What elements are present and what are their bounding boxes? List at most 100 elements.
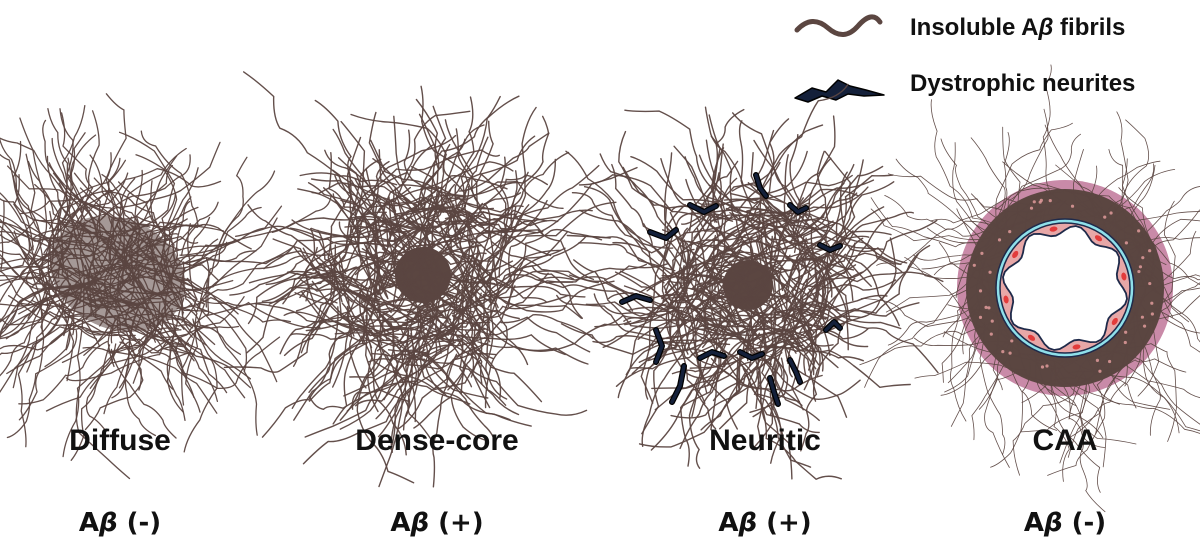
fibril (458, 334, 566, 356)
fibril (629, 275, 701, 325)
fibril (385, 353, 489, 442)
fibril (117, 241, 228, 286)
plaque-type-caa: CAA (1032, 424, 1098, 457)
fibril (79, 187, 181, 251)
fibril (704, 251, 762, 311)
neuritic-plaque (537, 83, 944, 481)
fibril (0, 153, 34, 251)
fibril (1106, 350, 1200, 425)
fibril (261, 218, 365, 302)
fibril (254, 299, 369, 323)
fibril (243, 71, 361, 209)
fibril (887, 299, 979, 346)
fibril (332, 285, 371, 388)
fibril (940, 138, 997, 243)
fibril (85, 343, 117, 432)
fibril (58, 218, 188, 293)
fibril (479, 174, 548, 206)
dystrophic-neurite (698, 350, 726, 360)
fibril (723, 332, 804, 368)
dystrophic-neurite (754, 173, 768, 198)
fibril (1110, 295, 1200, 364)
fibril (1161, 287, 1200, 304)
fibril (300, 275, 353, 354)
fibril (755, 213, 902, 266)
fibril (711, 260, 757, 335)
fibril (685, 234, 717, 315)
fibril (382, 320, 483, 385)
dystrophic-neurite (670, 364, 686, 404)
fibril (796, 212, 840, 311)
fibril (921, 208, 1070, 270)
fibril (372, 158, 467, 197)
fibril (482, 263, 647, 299)
fibril (592, 328, 710, 345)
fibril (389, 206, 485, 235)
fibril (688, 357, 728, 469)
fibril (1120, 361, 1200, 399)
plaque-type-diffuse: Diffuse (69, 424, 171, 457)
fibril (352, 223, 440, 275)
fibril (97, 298, 182, 338)
fibril (1149, 282, 1200, 320)
wall-speck (1029, 206, 1034, 210)
fibril (583, 186, 688, 282)
fibril (378, 352, 430, 488)
wall-speck (1140, 315, 1145, 319)
fibril (248, 240, 370, 284)
fibril (941, 310, 974, 383)
fibril (1133, 266, 1161, 436)
fibril (311, 191, 380, 296)
fibril (914, 361, 1028, 379)
fibril (700, 244, 771, 280)
fibril (388, 175, 508, 224)
fibril (971, 306, 1077, 407)
fibril (27, 257, 157, 319)
fibril (630, 334, 707, 370)
plaque-type-neuritic: Neuritic (709, 424, 821, 457)
fibril (719, 346, 772, 430)
fibril (1130, 164, 1156, 269)
fibril (53, 282, 116, 320)
fibril (332, 193, 389, 298)
wall-speck (1138, 265, 1143, 269)
fibril (173, 250, 333, 267)
fibril (378, 149, 402, 232)
wall-speck (988, 270, 992, 274)
fibril (420, 85, 482, 208)
fibril (0, 137, 69, 221)
fibril (365, 168, 461, 292)
endothelial-nucleus (1094, 235, 1103, 242)
fibril (295, 256, 369, 312)
fibril (471, 304, 582, 344)
fibril (507, 228, 603, 308)
fibril (323, 265, 365, 344)
wall-speck (1070, 204, 1075, 208)
fibril (1118, 238, 1155, 338)
wall-speck (1150, 312, 1154, 316)
fibril (339, 322, 395, 430)
fibril (571, 192, 665, 284)
fibril (824, 219, 938, 281)
fibril (444, 119, 478, 203)
fibril (126, 303, 193, 350)
fibril (1095, 308, 1146, 435)
legend-neurite-swatch (794, 79, 885, 103)
fibril (403, 129, 444, 213)
fibril (997, 208, 1054, 230)
fibril (594, 309, 679, 328)
fibril (782, 242, 856, 320)
fibril (343, 351, 406, 397)
fibril (1122, 158, 1148, 249)
fibril (0, 245, 34, 273)
fibril (55, 224, 203, 247)
fibril (927, 216, 1007, 244)
wall-speck (1137, 229, 1141, 233)
fibril (950, 331, 985, 427)
fibril (1069, 382, 1200, 434)
fibril (85, 326, 206, 352)
fibril (315, 262, 384, 329)
fibril (46, 155, 100, 282)
fibril (1125, 237, 1200, 253)
fibril (457, 192, 522, 233)
